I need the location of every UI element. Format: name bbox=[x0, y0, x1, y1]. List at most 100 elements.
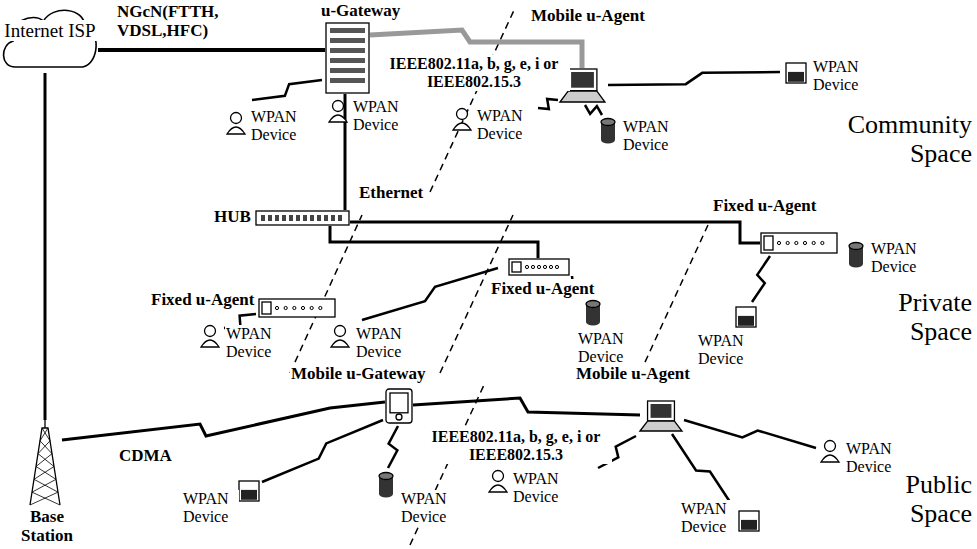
device-node: u-Gateway bbox=[325, 22, 370, 94]
tower-icon bbox=[28, 420, 62, 505]
node-label: Base Station bbox=[10, 507, 84, 545]
edge-label: CDMA bbox=[118, 446, 173, 465]
cyl-icon bbox=[378, 472, 394, 498]
wireless-bolt bbox=[388, 426, 398, 468]
gw-icon bbox=[325, 22, 370, 94]
sq-icon bbox=[738, 510, 760, 532]
dashed-divider bbox=[430, 8, 515, 192]
node-label: u-Gateway bbox=[320, 1, 401, 20]
node-label: Internet ISP bbox=[0, 20, 100, 41]
link-line bbox=[413, 398, 640, 415]
link-line bbox=[98, 48, 325, 52]
cloud-node: Internet ISP bbox=[0, 5, 98, 73]
wireless-bolt bbox=[362, 268, 498, 320]
node-label: WPAN Device bbox=[182, 490, 239, 526]
wireless-bolt bbox=[538, 99, 558, 109]
space-plane: Community Space u-Gateway Mobile u-AgentWP… bbox=[190, 8, 975, 192]
edge-label: NGcN(FTTH, VDSL,HFC) bbox=[116, 2, 230, 40]
laptop-icon bbox=[640, 400, 682, 432]
device-node: WPAN Device bbox=[330, 325, 350, 347]
device-node: Fixed u-Agent bbox=[760, 232, 838, 254]
fixed-icon bbox=[760, 232, 838, 254]
node-label: Fixed u-Agent bbox=[150, 290, 255, 309]
device-node: WPAN Device bbox=[328, 100, 348, 122]
standard-label: IEEE802.11a, b, g, e, i or IEEE802.15.3 bbox=[378, 55, 570, 91]
device-node: WPAN Device bbox=[820, 440, 840, 462]
node-label: HUB bbox=[213, 207, 252, 226]
cyl-icon bbox=[600, 118, 616, 144]
person-icon bbox=[226, 112, 246, 134]
node-label: WPAN Device bbox=[845, 440, 905, 476]
node-label: WPAN Device bbox=[352, 98, 412, 134]
device-node: WPAN Device bbox=[488, 470, 508, 492]
device-node: WPAN Device bbox=[738, 510, 760, 532]
device-node: HUB bbox=[255, 210, 350, 226]
wireless-bolt bbox=[608, 72, 780, 85]
node-label: WPAN Device bbox=[680, 500, 738, 536]
node-label: Fixed u-Agent bbox=[490, 279, 595, 298]
device-node: Mobile u-Gateway bbox=[385, 388, 413, 424]
node-label: WPAN Device bbox=[577, 330, 637, 366]
link-line bbox=[350, 222, 760, 243]
fixed-icon bbox=[258, 298, 336, 318]
node-label: WPAN Device bbox=[476, 107, 536, 143]
node-label: Community Space bbox=[841, 110, 973, 168]
node-label: WPAN Device bbox=[512, 470, 572, 506]
person-icon bbox=[820, 440, 840, 462]
node-label: WPAN Device bbox=[870, 240, 930, 276]
device-node: WPAN Device bbox=[378, 472, 394, 498]
device-node: WPAN Device bbox=[735, 306, 757, 328]
node-label: Fixed u-Agent bbox=[712, 196, 817, 215]
node-label: Public Space bbox=[876, 470, 973, 528]
device-node: WPAN Device bbox=[785, 62, 807, 84]
sq-icon bbox=[735, 306, 757, 328]
node-label: WPAN Device bbox=[250, 108, 310, 144]
pda-icon bbox=[385, 388, 413, 424]
dashed-divider bbox=[290, 215, 362, 373]
node-label: Mobile u-Agent bbox=[530, 6, 646, 25]
hub-icon bbox=[255, 210, 350, 226]
device-node: Fixed u-Agent bbox=[508, 258, 570, 276]
fixed-icon bbox=[508, 258, 570, 276]
node-label: Private Space bbox=[876, 288, 973, 346]
wireless-bolt bbox=[672, 434, 734, 508]
space-plane: Public Space Mobile u-Gateway Mobile u-Age… bbox=[150, 385, 975, 545]
cyl-icon bbox=[585, 300, 601, 326]
person-icon bbox=[330, 325, 350, 347]
device-node: Fixed u-Agent bbox=[258, 298, 336, 318]
link-line bbox=[330, 226, 538, 258]
standard-label: IEEE802.11a, b, g, e, i or IEEE802.15.3 bbox=[420, 428, 612, 464]
node-label: WPAN Device bbox=[812, 58, 872, 94]
node-label: WPAN Device bbox=[697, 332, 757, 368]
node-label: WPAN Device bbox=[355, 325, 415, 361]
person-icon bbox=[488, 470, 508, 492]
node-label: WPAN Device bbox=[400, 490, 460, 526]
device-node: WPAN Device bbox=[200, 325, 220, 347]
person-icon bbox=[328, 100, 348, 122]
device-node: WPAN Device bbox=[848, 242, 864, 268]
device-node: Mobile u-Agent bbox=[640, 400, 682, 432]
wireless-bolt bbox=[684, 420, 816, 448]
link-line bbox=[44, 73, 47, 420]
node-label: WPAN Device bbox=[225, 325, 285, 361]
device-node: WPAN Device bbox=[226, 112, 246, 134]
device-node: Base Station bbox=[28, 420, 62, 505]
device-node: WPAN Device bbox=[600, 118, 616, 144]
person-icon bbox=[452, 108, 472, 130]
person-icon bbox=[200, 325, 220, 347]
node-label: Mobile u-Agent bbox=[575, 364, 691, 383]
link-line bbox=[344, 94, 347, 210]
wireless-bolt bbox=[252, 80, 322, 100]
sq-icon bbox=[785, 62, 807, 84]
wireless-bolt bbox=[262, 420, 383, 482]
wireless-bolt bbox=[585, 105, 602, 115]
space-plane: Private SpaceHUBFixed u-AgentFixed u-Age… bbox=[175, 215, 975, 373]
device-node: WPAN Device bbox=[585, 300, 601, 326]
node-label: WPAN Device bbox=[622, 118, 682, 154]
node-label: Mobile u-Gateway bbox=[290, 364, 427, 383]
wireless-links bbox=[224, 72, 816, 508]
link-line bbox=[62, 402, 385, 440]
sq-icon bbox=[238, 480, 260, 502]
cyl-icon bbox=[848, 242, 864, 268]
